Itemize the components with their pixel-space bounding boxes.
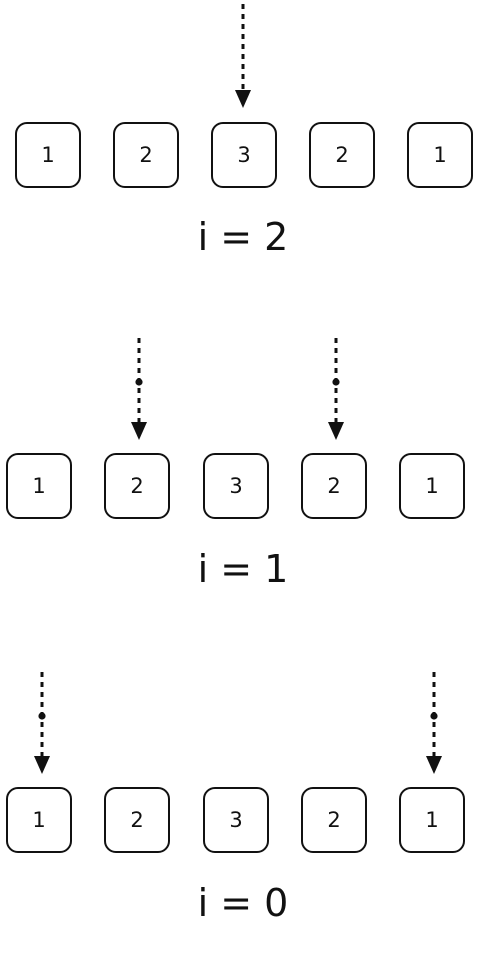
pointer-arrow-right — [426, 672, 442, 774]
array-cell: 2 — [104, 453, 170, 519]
array-cell: 3 — [203, 453, 269, 519]
array-cell: 1 — [407, 122, 473, 188]
step-panel-i-0: 1 2 3 2 1 i = 0 — [0, 664, 486, 954]
cell-value: 1 — [41, 143, 55, 167]
step-label: i = 0 — [197, 881, 289, 925]
pointer-arrow-right — [328, 338, 344, 440]
array-cell: 3 — [211, 122, 277, 188]
array-cell: 2 — [301, 787, 367, 853]
cell-value: 1 — [425, 474, 439, 498]
pointer-arrow-left — [131, 338, 147, 440]
array-cell: 2 — [309, 122, 375, 188]
array-cell: 2 — [113, 122, 179, 188]
cell-value: 2 — [130, 808, 144, 832]
array-cell: 1 — [6, 453, 72, 519]
array-cell: 3 — [203, 787, 269, 853]
step-panel-i-1: 1 2 3 2 1 i = 1 — [0, 330, 486, 620]
step-label: i = 1 — [197, 547, 289, 591]
cell-value: 3 — [229, 474, 243, 498]
cell-value: 2 — [139, 143, 153, 167]
cell-value: 2 — [335, 143, 349, 167]
cell-value: 2 — [327, 474, 341, 498]
step-label: i = 2 — [197, 215, 289, 259]
array-cell: 1 — [15, 122, 81, 188]
pointer-arrow — [235, 4, 251, 108]
cell-value: 2 — [130, 474, 144, 498]
cell-value: 3 — [229, 808, 243, 832]
array-cell: 1 — [6, 787, 72, 853]
cell-value: 1 — [425, 808, 439, 832]
array-cell: 1 — [399, 787, 465, 853]
pointer-arrow-left — [34, 672, 50, 774]
array-cell: 2 — [104, 787, 170, 853]
cell-value: 1 — [32, 808, 46, 832]
cell-value: 1 — [433, 143, 447, 167]
cell-value: 2 — [327, 808, 341, 832]
array-cell: 1 — [399, 453, 465, 519]
cell-value: 3 — [237, 143, 251, 167]
array-cell: 2 — [301, 453, 367, 519]
step-panel-i-2: 1 2 3 2 1 i = 2 — [0, 0, 486, 290]
cell-value: 1 — [32, 474, 46, 498]
